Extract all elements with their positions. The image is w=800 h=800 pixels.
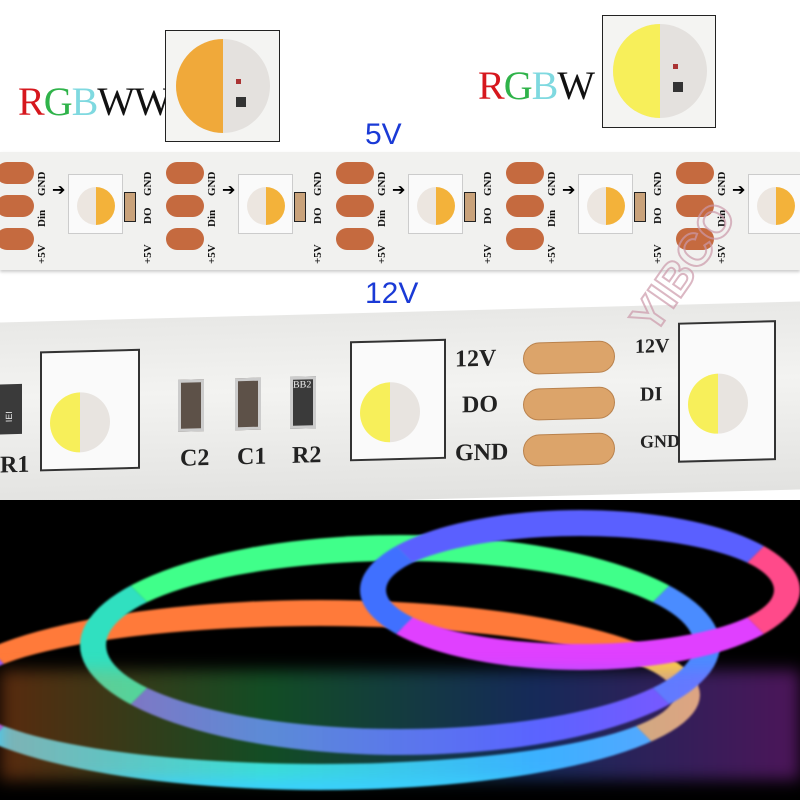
pin-label-gnd: GND xyxy=(312,171,324,196)
pin-label-do: DO xyxy=(482,207,494,225)
led-chip xyxy=(678,320,776,463)
floor-reflection xyxy=(0,670,800,780)
solder-pad xyxy=(0,162,34,184)
capacitor xyxy=(178,379,204,432)
solder-pad xyxy=(676,195,714,217)
pad-label-12v: 12V xyxy=(455,345,497,373)
solder-pad xyxy=(0,228,34,250)
pin-label-5v: +5V xyxy=(482,244,494,264)
component-label-c2: C2 xyxy=(180,444,210,472)
pin-label-gnd: GND xyxy=(142,171,154,196)
solder-pad xyxy=(676,162,714,184)
resistor-code: BB2 xyxy=(293,379,312,391)
solder-pad xyxy=(523,340,615,375)
led-chip xyxy=(578,174,633,234)
pin-label-do: DO xyxy=(142,207,154,225)
capacitor xyxy=(464,192,476,222)
led-strip-coil xyxy=(360,510,800,670)
led-chip xyxy=(408,174,463,234)
letter-r: R xyxy=(478,63,505,108)
pin-label-5v: +5V xyxy=(312,244,324,264)
letter-b: B xyxy=(531,63,559,108)
letter-w: W xyxy=(557,63,595,108)
solder-pad xyxy=(166,162,204,184)
led-chip xyxy=(40,348,140,472)
component-label-r1: R1 xyxy=(0,451,30,479)
solder-pad xyxy=(336,228,374,250)
component-label-c1: C1 xyxy=(237,443,267,471)
capacitor xyxy=(294,192,306,222)
pin-label-5v: +5V xyxy=(36,244,48,264)
pin-label-5v: +5V xyxy=(376,244,388,264)
rgbw-label: RGBW xyxy=(478,62,595,109)
strip-segment: GND Din +5V ➔ GND DO +5V xyxy=(166,152,336,270)
pad-label-do: DO xyxy=(462,391,498,419)
pad-label-gnd-right: GND xyxy=(640,430,680,452)
letter-g: G xyxy=(503,63,533,108)
solder-pad xyxy=(166,228,204,250)
strip-segment: GND Din +5V ➔ GND DO +5V xyxy=(336,152,506,270)
solder-pad xyxy=(166,195,204,217)
arrow-icon: ➔ xyxy=(52,182,66,199)
pin-label-gnd: GND xyxy=(546,171,558,196)
solder-pad xyxy=(336,195,374,217)
pin-label-5v: +5V xyxy=(546,244,558,264)
solder-pad xyxy=(506,162,544,184)
resistor-code: IEI xyxy=(4,411,14,423)
pin-label-din: Din xyxy=(376,209,388,227)
solder-pad xyxy=(506,195,544,217)
pin-label-gnd: GND xyxy=(376,171,388,196)
solder-pad xyxy=(676,228,714,250)
pin-label-gnd: GND xyxy=(652,171,664,196)
solder-pad xyxy=(0,195,34,217)
solder-pad xyxy=(336,162,374,184)
pin-label-gnd: GND xyxy=(716,171,728,196)
component-label-r2: R2 xyxy=(292,442,322,469)
solder-pad xyxy=(506,228,544,250)
led-strip-5v: GND Din +5V ➔ GND DO +5V GND Din +5V ➔ GND DO +5V GND D… xyxy=(0,152,800,270)
arrow-icon: ➔ xyxy=(392,182,406,199)
solder-pad xyxy=(523,432,615,467)
resistor: BB2 xyxy=(290,376,316,429)
led-chip xyxy=(68,174,123,234)
letter-b: B xyxy=(71,79,99,124)
led-chip xyxy=(748,174,800,234)
arrow-icon: ➔ xyxy=(732,182,746,199)
rgbww-label: RGBWW xyxy=(18,78,172,125)
rgbww-chip-image xyxy=(165,30,280,142)
pad-label-gnd: GND xyxy=(455,439,509,467)
pin-label-din: Din xyxy=(36,209,48,227)
capacitor xyxy=(235,377,261,431)
voltage-5v-label: 5V xyxy=(365,118,402,151)
pin-label-5v: +5V xyxy=(206,244,218,264)
led-chip xyxy=(350,338,446,462)
pin-label-do: DO xyxy=(312,207,324,225)
pin-label-5v: +5V xyxy=(142,244,154,264)
solder-pad xyxy=(523,386,615,421)
strip-segment: GND Din +5V ➔ GND DO +5V xyxy=(0,152,166,270)
voltage-12v-label: 12V xyxy=(365,277,419,310)
capacitor xyxy=(634,192,646,222)
pin-label-din: Din xyxy=(546,209,558,227)
pin-label-gnd: GND xyxy=(36,171,48,196)
pin-label-gnd: GND xyxy=(206,171,218,196)
letter-ww: WW xyxy=(97,79,172,124)
letter-r: R xyxy=(18,79,45,124)
arrow-icon: ➔ xyxy=(222,182,236,199)
capacitor xyxy=(124,192,136,222)
arrow-icon: ➔ xyxy=(562,182,576,199)
pin-label-din: Din xyxy=(206,209,218,227)
led-chip xyxy=(238,174,293,234)
led-strip-12v: 12V DO GND 12V DI GND IEI BB2 R1 C2 C1 R… xyxy=(0,301,800,511)
pin-label-gnd: GND xyxy=(482,171,494,196)
pad-label-di: DI xyxy=(640,383,663,406)
lit-led-strip-photo xyxy=(0,500,800,800)
pin-label-do: DO xyxy=(652,207,664,225)
letter-g: G xyxy=(43,79,73,124)
rgbw-chip-image xyxy=(602,15,716,128)
resistor: IEI xyxy=(0,383,22,435)
